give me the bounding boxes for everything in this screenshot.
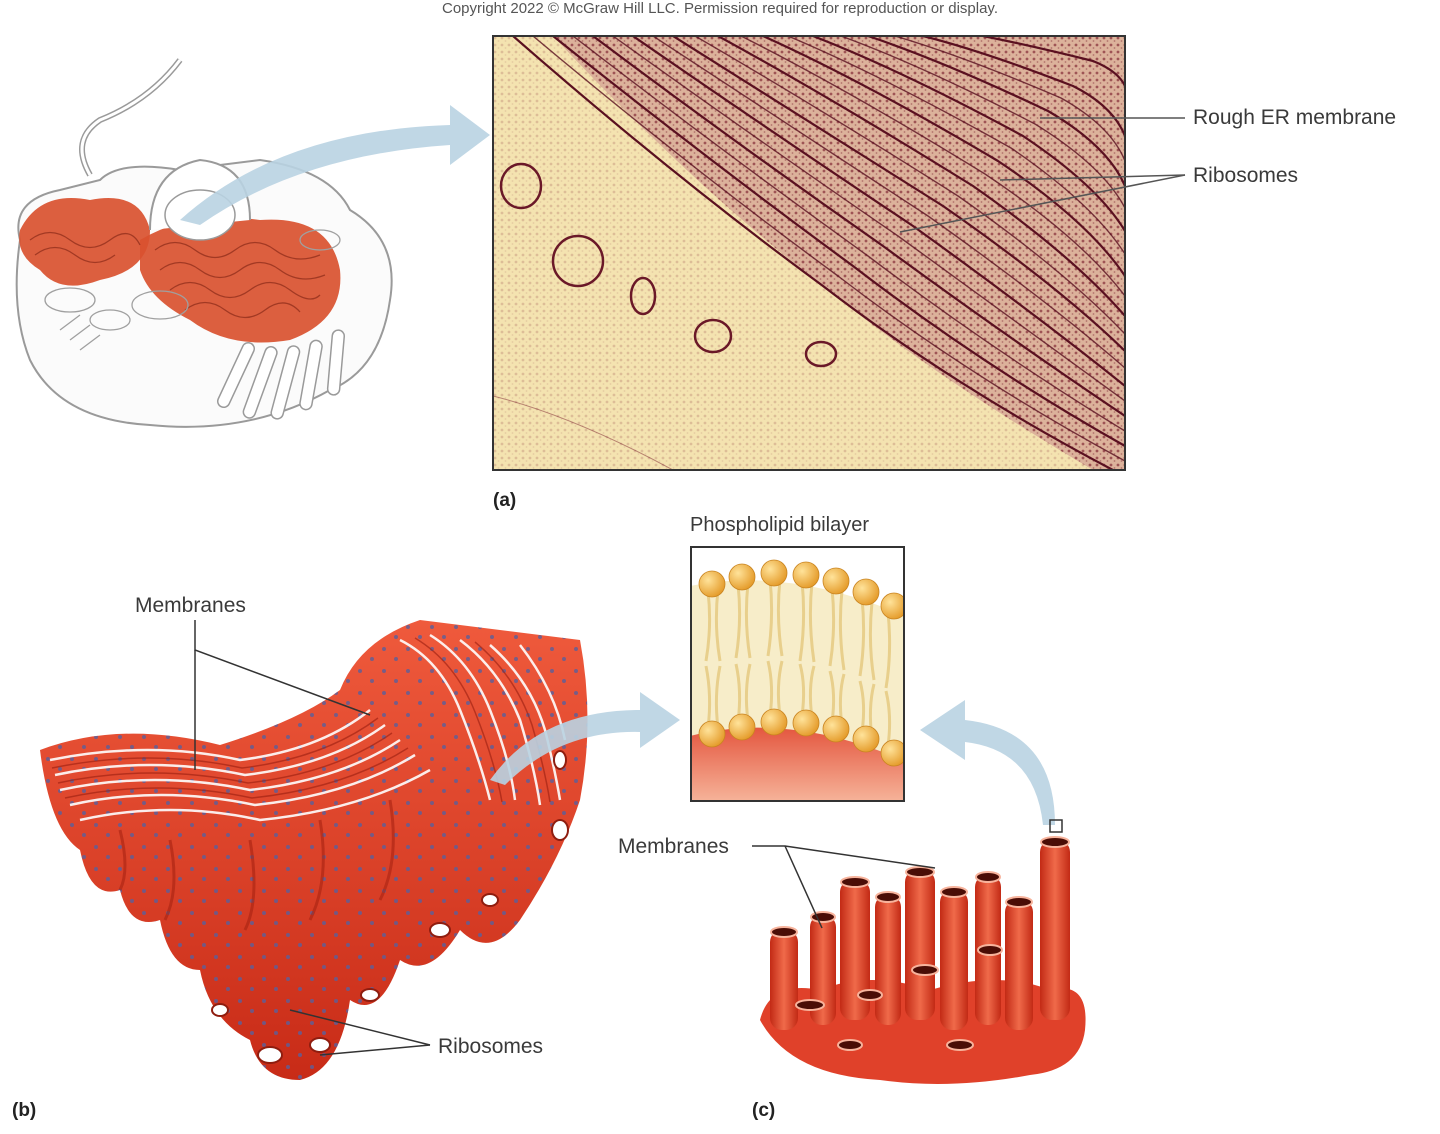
cell-illustration xyxy=(15,58,393,428)
smooth-er-3d-illustration xyxy=(760,819,1086,1084)
zoom-arrow-c xyxy=(920,700,1055,825)
copyright-notice: Copyright 2022 © McGraw Hill LLC. Permis… xyxy=(441,0,998,17)
label-membranes-b: Membranes xyxy=(135,594,246,617)
panel-letter-c: (c) xyxy=(752,1100,776,1121)
inset-title: Phospholipid bilayer xyxy=(690,514,870,536)
panel-letter-b: (b) xyxy=(12,1100,37,1121)
label-rough-er-membrane: Rough ER membrane xyxy=(1193,106,1397,129)
panel-letter-a: (a) xyxy=(493,490,517,511)
zoom-arrow-b xyxy=(490,692,680,785)
label-ribosomes-a: Ribosomes xyxy=(1193,164,1299,187)
label-membranes-c: Membranes xyxy=(618,835,729,858)
phospholipid-bilayer-inset xyxy=(690,546,905,802)
rough-er-micrograph xyxy=(492,35,1126,471)
label-ribosomes-b: Ribosomes xyxy=(438,1035,544,1058)
zoom-arrow-a xyxy=(180,105,490,225)
